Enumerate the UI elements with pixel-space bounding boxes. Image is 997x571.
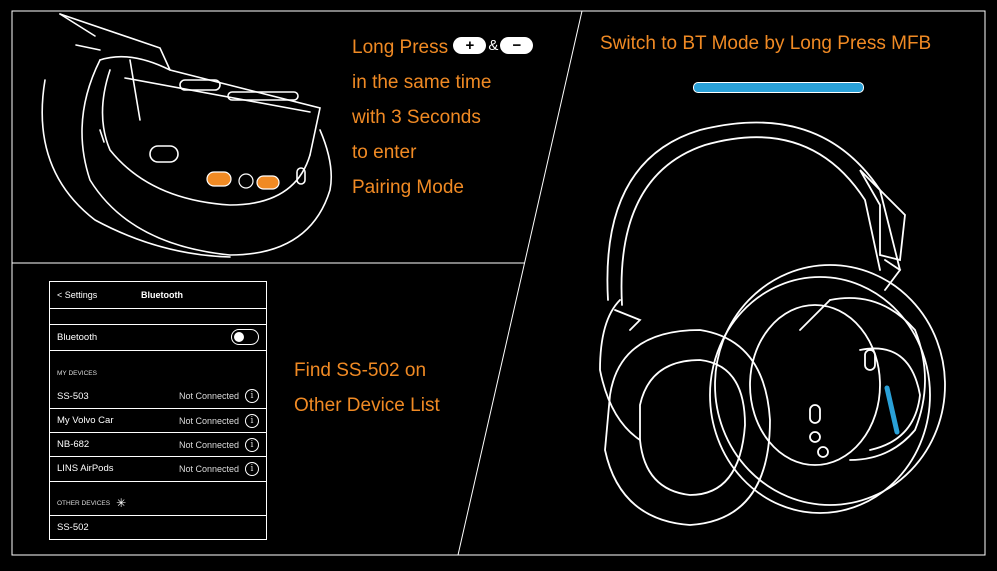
info-icon[interactable]: i — [245, 461, 259, 476]
step1-instructions: Long Press +&− in the same time with 3 S… — [352, 30, 534, 205]
device-name: SS-503 — [57, 390, 89, 402]
ampersand: & — [488, 37, 499, 55]
bluetooth-toggle[interactable] — [231, 329, 259, 345]
step3-instruction: Switch to BT Mode by Long Press MFB — [600, 33, 932, 54]
device-row[interactable]: LINS AirPods Not Connected i — [50, 457, 266, 480]
device-row[interactable]: My Volvo Car Not Connected i — [50, 409, 266, 432]
device-status: Not Connected — [178, 463, 239, 474]
plus-icon: + — [453, 37, 487, 55]
device-status: Not Connected — [178, 439, 239, 450]
device-row[interactable]: NB-682 Not Connected i — [50, 433, 266, 456]
earcup-buttons — [206, 171, 280, 190]
device-name: SS-502 — [57, 522, 89, 533]
spinner-icon: ✳ — [116, 496, 127, 510]
step1-line1: Long Press +&− — [352, 30, 534, 65]
minus-icon: − — [500, 37, 534, 55]
bluetooth-settings-screen: < Settings Bluetooth Bluetooth MY DEVICE… — [49, 281, 267, 540]
device-name: My Volvo Car — [57, 415, 114, 426]
screen-title: Bluetooth — [141, 290, 183, 300]
device-status: Not Connected — [178, 391, 239, 401]
bluetooth-toggle-row: Bluetooth — [50, 324, 266, 350]
settings-header: < Settings Bluetooth — [50, 282, 266, 308]
bluetooth-label: Bluetooth — [57, 331, 98, 343]
step1-line3: with 3 Seconds — [352, 107, 481, 128]
device-name: LINS AirPods — [57, 463, 114, 474]
headphone-illustration — [599, 121, 946, 526]
step2-line1: Find SS-502 on — [294, 360, 427, 381]
step1-line5: Pairing Mode — [352, 177, 464, 198]
step1-long-press-label: Long Press — [352, 37, 449, 58]
blue-led-indicator — [693, 82, 864, 93]
earcup-closeup-illustration — [41, 13, 333, 258]
device-status: Not Connected — [178, 415, 239, 426]
device-row[interactable]: SS-503 Not Connected i — [50, 384, 266, 408]
info-icon[interactable]: i — [245, 437, 259, 452]
led-light-strip — [884, 385, 900, 435]
other-devices-header: OTHER DEVICES ✳ — [50, 496, 266, 510]
step2-line2: Other Device List — [294, 395, 440, 416]
back-to-settings-link[interactable]: < Settings — [57, 290, 98, 300]
my-devices-header: MY DEVICES — [57, 369, 97, 377]
step1-line2: in the same time — [352, 72, 492, 93]
step2-instructions: Find SS-502 on Other Device List — [294, 353, 440, 423]
info-icon[interactable]: i — [245, 389, 259, 403]
info-icon[interactable]: i — [245, 413, 259, 428]
other-devices-label: OTHER DEVICES — [57, 499, 111, 507]
other-device-row[interactable]: SS-502 — [50, 516, 266, 539]
step1-line4: to enter — [352, 142, 417, 163]
device-name: NB-682 — [57, 439, 90, 450]
